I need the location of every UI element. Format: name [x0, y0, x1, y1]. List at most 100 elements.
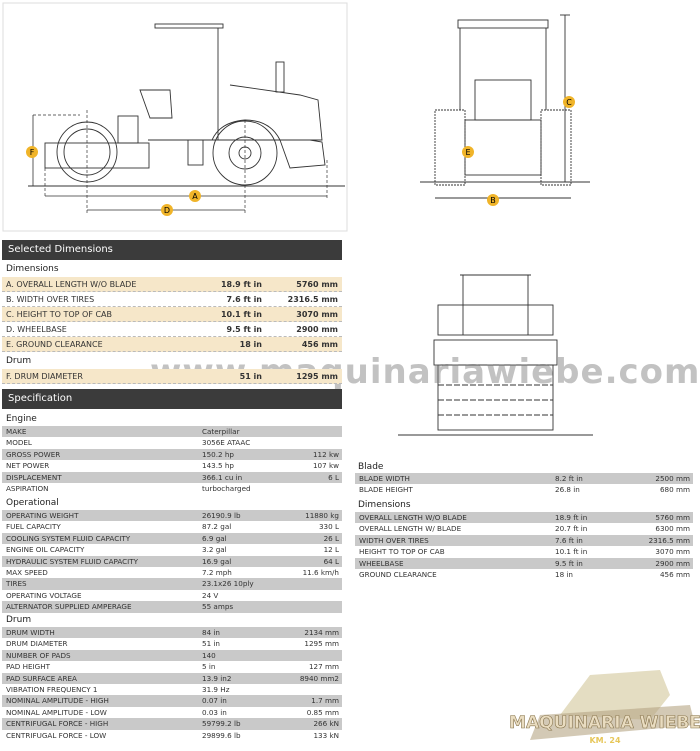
- row-label: WHEELBASE: [359, 558, 404, 568]
- selected-dimensions-header: Selected Dimensions: [2, 240, 342, 260]
- row-imperial: 18 in: [555, 569, 573, 579]
- row-label: OPERATING WEIGHT: [6, 511, 79, 520]
- row-imperial: 51 in: [202, 639, 220, 649]
- row-imperial: 84 in: [202, 628, 220, 637]
- row-label: NOMINAL AMPLITUDE - LOW: [6, 707, 107, 717]
- row-metric: 330 L: [318, 522, 339, 532]
- row-label: VIBRATION FREQUENCY 1: [6, 684, 98, 694]
- row-metric: 6 L: [328, 472, 339, 482]
- table-row: MAX SPEED 7.2 mph 11.6 km/h: [2, 567, 342, 578]
- row-metric: 2316.5 mm: [648, 535, 690, 545]
- row-label: PAD SURFACE AREA: [6, 673, 77, 683]
- row-imperial: 23.1x26 10ply: [202, 579, 254, 589]
- marker-d: D: [164, 206, 170, 215]
- row-imperial: 9.5 ft in: [226, 325, 262, 334]
- row-imperial: 0.03 in: [202, 707, 227, 717]
- svg-text:MAQUINARIA WIEBE: MAQUINARIA WIEBE: [510, 713, 700, 733]
- row-imperial: 10.1 ft in: [555, 547, 588, 557]
- row-label: PAD HEIGHT: [6, 662, 51, 672]
- row-label: D. WHEELBASE: [6, 325, 67, 334]
- row-label: A. OVERALL LENGTH W/O BLADE: [6, 280, 137, 289]
- row-imperial: 26190.9 lb: [202, 511, 241, 520]
- row-label: CENTRIFUGAL FORCE - HIGH: [6, 719, 109, 729]
- row-metric: 64 L: [323, 556, 339, 566]
- row-metric: [282, 601, 342, 612]
- row-label: MAX SPEED: [6, 567, 48, 577]
- row-metric: [282, 590, 342, 601]
- row-metric: 26 L: [323, 533, 339, 543]
- row-imperial: 51 in: [239, 372, 262, 381]
- row-imperial: 18 in: [239, 340, 262, 349]
- row-imperial: 13.9 in2: [202, 673, 232, 683]
- row-label: CENTRIFUGAL FORCE - LOW: [6, 730, 107, 740]
- engine-subheading: Engine: [6, 414, 37, 424]
- row-imperial: 26.8 in: [555, 485, 580, 495]
- table-row: PAD SURFACE AREA 13.9 in2 8940 mm2: [2, 672, 342, 684]
- marker-a: A: [192, 192, 198, 201]
- row-label: ALTERNATOR SUPPLIED AMPERAGE: [6, 602, 132, 612]
- row-imperial: 29899.6 lb: [202, 730, 241, 740]
- row-label: F. DRUM DIAMETER: [6, 372, 83, 381]
- row-imperial: 5 in: [202, 662, 216, 672]
- row-label: OPERATING VOLTAGE: [6, 590, 82, 600]
- row-imperial: 7.6 ft in: [555, 535, 583, 545]
- row-label: MODEL: [6, 438, 32, 448]
- row-imperial: 140: [202, 650, 216, 660]
- row-imperial: 7.2 mph: [202, 567, 232, 577]
- row-imperial: 18.9 ft in: [555, 513, 588, 522]
- rear-view-diagram: [398, 274, 593, 436]
- row-label: C. HEIGHT TO TOP OF CAB: [6, 310, 113, 319]
- row-label: ASPIRATION: [6, 483, 49, 493]
- row-imperial: 31.9 Hz: [202, 684, 230, 694]
- row-metric: 11.6 km/h: [302, 567, 339, 577]
- row-metric: 6300 mm: [655, 524, 690, 534]
- row-metric: 112 kw: [312, 449, 339, 459]
- row-label: DRUM DIAMETER: [6, 639, 68, 649]
- row-label: BLADE WIDTH: [359, 474, 410, 483]
- row-label: OVERALL LENGTH W/ BLADE: [359, 524, 462, 534]
- row-label: HEIGHT TO TOP OF CAB: [359, 547, 445, 557]
- row-metric: [282, 437, 342, 448]
- row-imperial: 6.9 gal: [202, 533, 227, 543]
- row-metric: 12 L: [323, 545, 339, 555]
- row-metric: 107 kw: [312, 461, 339, 471]
- marker-b: B: [490, 196, 496, 205]
- drum-spec-subheading: Drum: [6, 615, 32, 625]
- row-label: COOLING SYSTEM FLUID CAPACITY: [6, 533, 131, 543]
- row-label: BLADE HEIGHT: [359, 485, 413, 495]
- marker-f: F: [30, 148, 35, 157]
- row-metric: 2900 mm: [655, 558, 690, 568]
- row-imperial: 55 amps: [202, 602, 234, 612]
- marker-c: C: [566, 98, 572, 107]
- row-imperial: turbocharged: [202, 483, 251, 493]
- row-imperial: 143.5 hp: [202, 461, 234, 471]
- row-label: NOMINAL AMPLITUDE - HIGH: [6, 696, 109, 706]
- row-label: DRUM WIDTH: [6, 628, 55, 637]
- dimensions-spec-subheading: Dimensions: [358, 500, 411, 510]
- marker-e: E: [465, 148, 470, 157]
- row-metric: 8940 mm2: [299, 673, 339, 683]
- drum-subheading: Drum: [6, 356, 32, 366]
